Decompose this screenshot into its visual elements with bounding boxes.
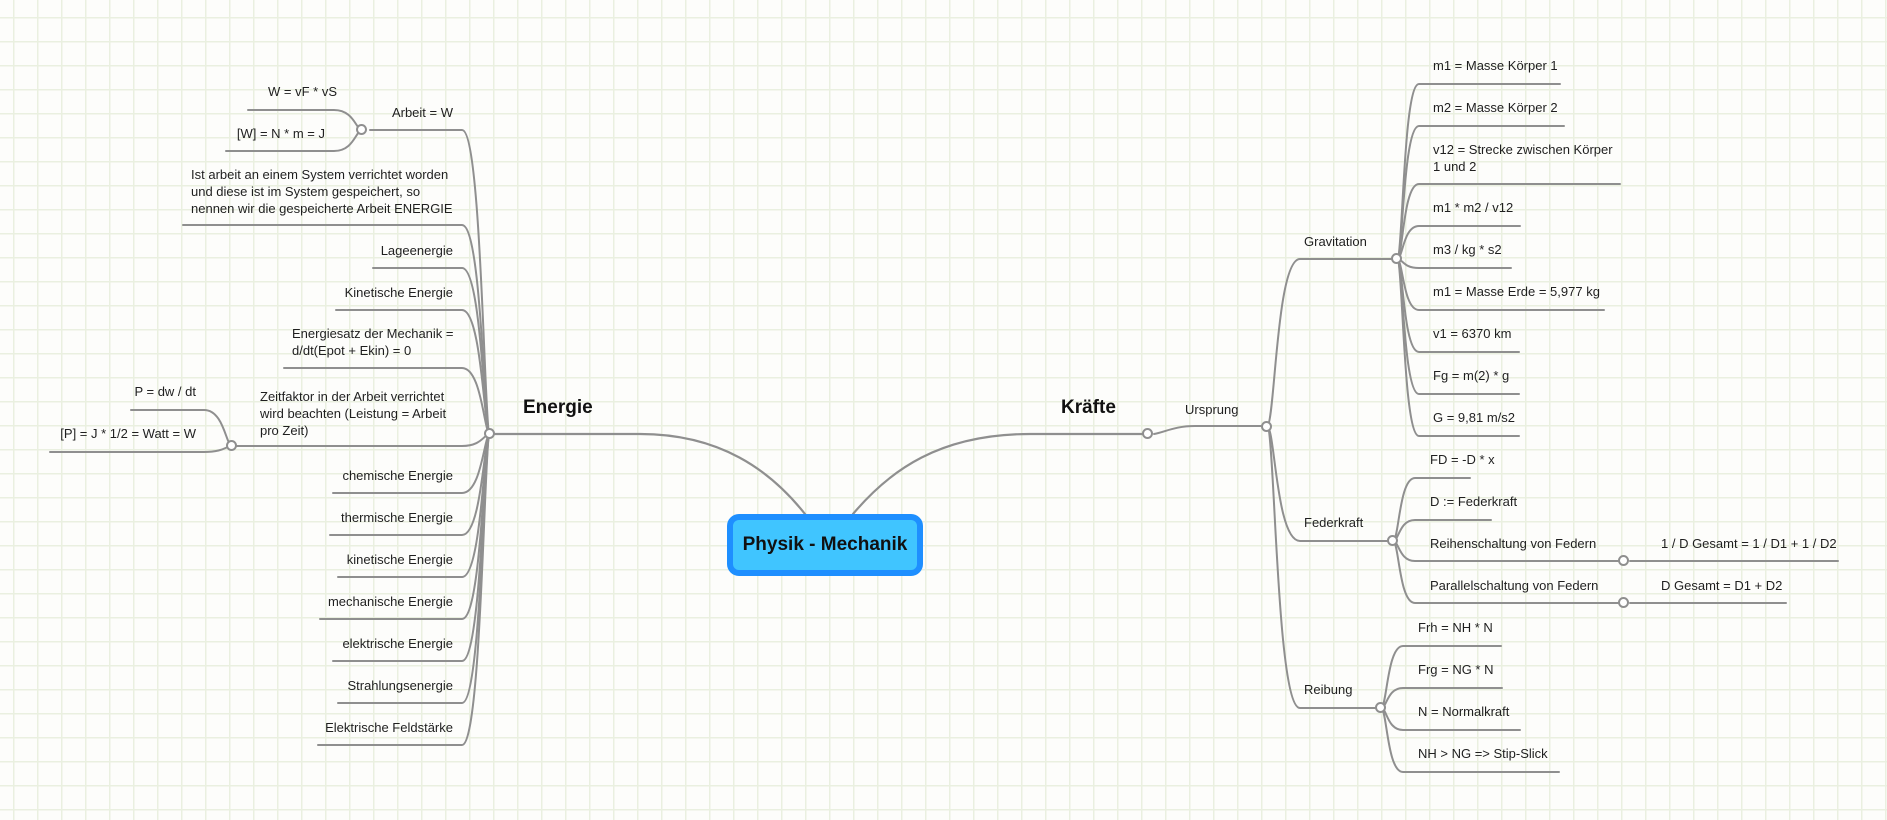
topic-reib-stick-slip[interactable]: NH > NG => Stip-Slick (1418, 746, 1548, 761)
topic-reihenschaltung[interactable]: Reihenschaltung von Federn (1430, 536, 1597, 551)
collapse-toggle-gravitation[interactable] (1391, 253, 1402, 264)
collapse-toggle-parallelschaltung[interactable] (1618, 597, 1629, 608)
topic-grav-fg[interactable]: Fg = m(2) * g (1433, 368, 1510, 383)
topic-parallel-formel[interactable]: D Gesamt = D1 + D2 (1661, 578, 1783, 593)
topic-strahlungsenergie[interactable]: Strahlungsenergie (347, 678, 453, 693)
topic-elektrische-energie[interactable]: elektrische Energie (342, 636, 453, 651)
topic-energiesatz[interactable]: Energiesatz der Mechanik = d/dt(Epot + E… (292, 326, 454, 358)
topic-elektrische-feldstaerke[interactable]: Elektrische Feldstärke (325, 720, 453, 735)
topic-grav-g[interactable]: G = 9,81 m/s2 (1433, 410, 1516, 425)
topic-grav-m1[interactable]: m1 = Masse Körper 1 (1433, 58, 1558, 73)
topic-grav-einheit[interactable]: m3 / kg * s2 (1433, 242, 1502, 257)
topic-leistung-einheit[interactable]: [P] = J * 1/2 = Watt = W (60, 426, 196, 441)
topic-federkraft[interactable]: Federkraft (1304, 515, 1364, 530)
topic-arbeit-formel[interactable]: W = vF * vS (268, 84, 337, 99)
topic-grav-v12[interactable]: v12 = Strecke zwischen Körper 1 und 2 (1433, 142, 1613, 174)
topic-ursprung[interactable]: Ursprung (1185, 402, 1239, 417)
topic-kinetische-energie-2[interactable]: kinetische Energie (346, 552, 453, 567)
topic-reihen-formel[interactable]: 1 / D Gesamt = 1 / D1 + 1 / D2 (1661, 536, 1837, 551)
topic-reib-frg[interactable]: Frg = NG * N (1418, 662, 1494, 677)
collapse-toggle-reibung[interactable] (1375, 702, 1386, 713)
topic-reib-normalkraft[interactable]: N = Normalkraft (1418, 704, 1510, 719)
collapse-toggle-kraefte[interactable] (1142, 428, 1153, 439)
topic-mechanische-energie[interactable]: mechanische Energie (327, 594, 453, 609)
topic-grav-v1[interactable]: v1 = 6370 km (1433, 326, 1512, 341)
topic-leistung-formel[interactable]: P = dw / dt (134, 384, 196, 399)
topic-parallelschaltung[interactable]: Parallelschaltung von Federn (1430, 578, 1599, 593)
collapse-toggle-reihenschaltung[interactable] (1618, 555, 1629, 566)
topic-arbeit-einheit[interactable]: [W] = N * m = J (236, 126, 325, 141)
topic-energie-definition[interactable]: Ist arbeit an einem System verrichtet wo… (191, 167, 453, 216)
topic-thermische-energie[interactable]: thermische Energie (341, 510, 453, 525)
topic-reib-frh[interactable]: Frh = NH * N (1418, 620, 1493, 635)
topic-grav-m2[interactable]: m2 = Masse Körper 2 (1433, 100, 1558, 115)
collapse-toggle-ursprung[interactable] (1261, 421, 1272, 432)
topic-kraefte[interactable]: Kräfte (1061, 397, 1116, 418)
central-topic-label: Physik - Mechanik (742, 534, 908, 555)
topic-feder-d[interactable]: D := Federkraft (1430, 494, 1518, 509)
collapse-toggle-arbeit[interactable] (356, 124, 367, 135)
topic-kinetische-energie-1[interactable]: Kinetische Energie (344, 285, 453, 300)
topic-lageenergie[interactable]: Lageenergie (380, 243, 453, 258)
collapse-toggle-energie[interactable] (484, 428, 495, 439)
topic-gravitation[interactable]: Gravitation (1304, 234, 1367, 249)
topic-zeitfaktor[interactable]: Zeitfaktor in der Arbeit verrichtet wird… (260, 389, 447, 438)
topic-arbeit[interactable]: Arbeit = W (391, 105, 453, 120)
topic-grav-formel[interactable]: m1 * m2 / v12 (1433, 200, 1514, 215)
topic-reibung[interactable]: Reibung (1304, 682, 1353, 697)
central-topic[interactable]: Physik - Mechanik (727, 514, 923, 576)
topic-feder-fd[interactable]: FD = -D * x (1430, 452, 1495, 467)
topic-chemische-energie[interactable]: chemische Energie (342, 468, 453, 483)
topic-grav-masse-erde[interactable]: m1 = Masse Erde = 5,977 kg (1433, 284, 1600, 299)
topic-energie[interactable]: Energie (523, 397, 593, 418)
collapse-toggle-federkraft[interactable] (1387, 535, 1398, 546)
collapse-toggle-zeitfaktor[interactable] (226, 440, 237, 451)
